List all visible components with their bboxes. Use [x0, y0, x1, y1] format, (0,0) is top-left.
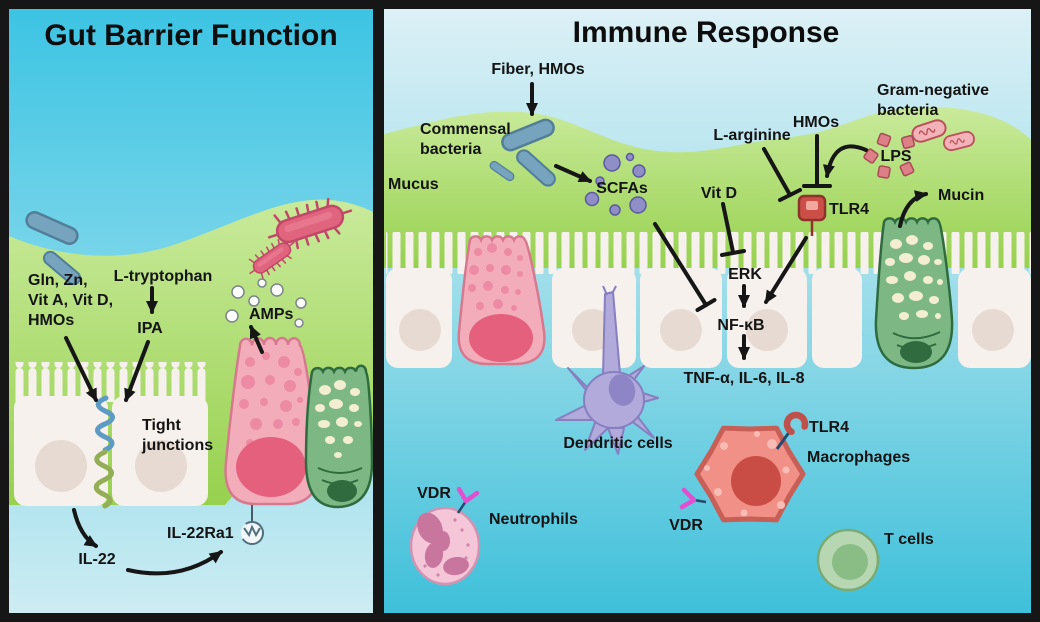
cell-nucleus [135, 440, 187, 492]
arrow-goblet-to-mucin [898, 190, 928, 228]
label-tlr4-macrophage: TLR4 [809, 419, 849, 436]
label-dendritic-cells: Dendritic cells [563, 435, 672, 452]
label-hmos: HMOs [793, 114, 839, 131]
paneth-cell [224, 336, 320, 506]
inhibition-vitd-to-erk [720, 202, 746, 257]
amp-molecules [225, 278, 307, 328]
label-il22ra1: IL-22Ra1 [167, 525, 234, 542]
label-gram-negative: Gram-negative bacteria [877, 82, 989, 119]
label-vdr-macrophage: VDR [669, 517, 703, 534]
label-mucin: Mucin [938, 187, 984, 204]
arrow-paneth-to-amps [249, 325, 264, 354]
scfa-molecules [584, 152, 647, 216]
label-erk: ERK [728, 266, 762, 283]
vdr-receptor-icon [456, 486, 480, 514]
goblet-cell [304, 364, 373, 509]
label-commensal-bacteria: Commensal bacteria [420, 121, 511, 158]
label-l-tryptophan: L-tryptophan [114, 268, 213, 285]
inhibition-larginine-to-tlr4 [762, 147, 802, 202]
villi [14, 362, 210, 402]
svg-text:Tight: Tight [142, 417, 181, 434]
cell-nucleus [35, 440, 87, 492]
tlr4-receptor-icon [775, 411, 809, 450]
dendritic-cell [555, 285, 659, 455]
label-t-cells: T cells [884, 531, 934, 548]
lps-molecules [863, 132, 916, 179]
arrow-tlr4-to-nfkb [764, 236, 808, 304]
arrow-ipa-to-tight-junctions [124, 340, 150, 402]
label-nfkb: NF-κB [717, 317, 764, 334]
left-panel: Gut Barrier Function Gln, Zn, Vit A, Vit… [9, 9, 373, 613]
left-panel-title: Gut Barrier Function [44, 19, 337, 52]
svg-text:Gln, Zn,: Gln, Zn, [28, 272, 88, 289]
il22ra1-receptor-icon [240, 505, 264, 545]
svg-text:HMOs: HMOs [28, 312, 74, 329]
right-panel-title: Immune Response [573, 16, 840, 49]
label-lps: LPS [880, 148, 911, 165]
label-amps: AMPs [249, 306, 294, 323]
arrow-lps-to-tlr4 [822, 144, 868, 178]
label-fiber-hmos: Fiber, HMOs [491, 61, 584, 78]
tlr4-receptor-icon [797, 194, 827, 236]
neutrophil-cell [409, 486, 481, 586]
inhibition-hmos-to-tlr4 [802, 134, 832, 188]
vdr-receptor-icon [679, 487, 707, 510]
label-macrophages: Macrophages [807, 449, 910, 466]
paneth-cell [457, 235, 546, 366]
arrow-il22-to-receptor [126, 550, 223, 576]
mucus-layer [384, 106, 1031, 268]
svg-text:Commensal: Commensal [420, 121, 511, 138]
label-nutrients: Gln, Zn, Vit A, Vit D, HMOs [28, 272, 113, 329]
arrow-bacteria-to-scfas [554, 164, 592, 183]
label-vit-d: Vit D [701, 185, 737, 202]
label-mucus: Mucus [388, 176, 439, 193]
label-tight-junctions: Tight junctions [141, 417, 213, 454]
arrow-nutrients-to-tight-junctions [64, 336, 98, 402]
right-panel: Immune Response Fiber, HMOs Commensal ba… [384, 9, 1031, 613]
label-scfas: SCFAs [596, 180, 648, 197]
label-l-arginine: L-arginine [713, 127, 790, 144]
svg-text:junctions: junctions [141, 437, 213, 454]
t-cell [816, 528, 880, 592]
svg-text:Vit A, Vit D,: Vit A, Vit D, [28, 292, 113, 309]
label-tlr4: TLR4 [829, 201, 869, 218]
label-il22: IL-22 [78, 551, 115, 568]
label-vdr-neutrophil: VDR [417, 485, 451, 502]
inhibition-scfas-to-nfkb [653, 222, 717, 312]
label-ipa: IPA [137, 320, 163, 337]
macrophage-cell [679, 411, 809, 523]
svg-text:bacteria: bacteria [420, 141, 481, 158]
svg-text:Gram-negative: Gram-negative [877, 82, 989, 99]
svg-text:bacteria: bacteria [877, 102, 938, 119]
tight-junction-icon [93, 395, 115, 509]
label-cytokines: TNF-α, IL-6, IL-8 [684, 370, 805, 387]
arrow-cell-to-il22 [72, 508, 98, 548]
label-neutrophils: Neutrophils [489, 511, 578, 528]
goblet-cell [874, 217, 954, 370]
